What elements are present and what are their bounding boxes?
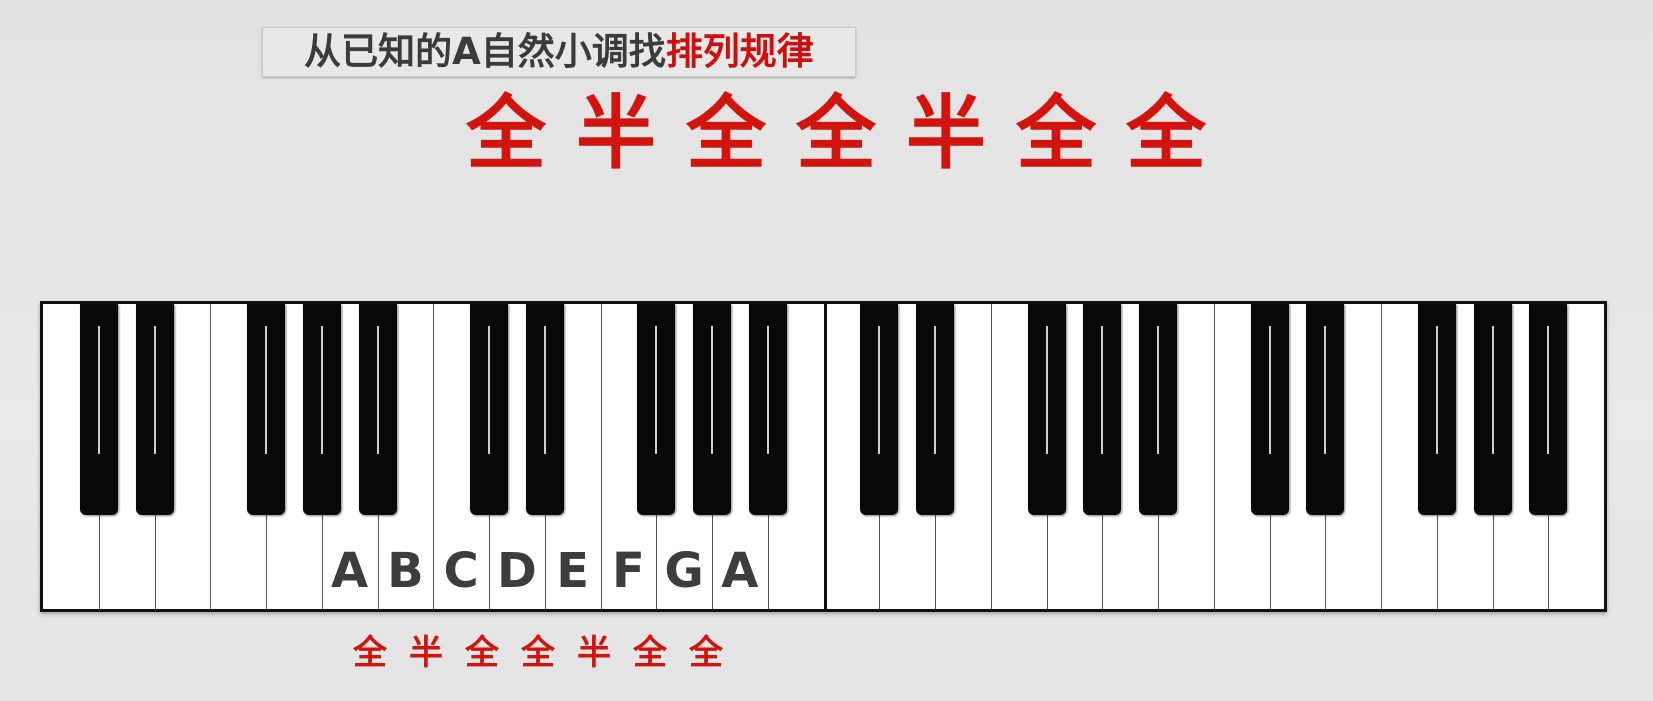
title-banner: 从已知的A自然小调找排列规律 bbox=[262, 27, 856, 77]
black-key bbox=[748, 304, 787, 515]
black-key-highlight bbox=[1435, 326, 1438, 454]
note-label: G bbox=[664, 543, 704, 599]
black-key-highlight bbox=[97, 326, 100, 454]
step-pattern-large: 全 半 全 全 半 全 全 bbox=[465, 86, 1207, 181]
step-large: 全 bbox=[1016, 87, 1096, 180]
step-large: 全 bbox=[466, 87, 546, 180]
black-key bbox=[135, 304, 174, 515]
black-key-highlight bbox=[1045, 326, 1048, 454]
step-small: 半 bbox=[409, 633, 443, 673]
black-key-highlight bbox=[320, 326, 323, 454]
black-key-highlight bbox=[1324, 326, 1327, 454]
black-key bbox=[1306, 304, 1345, 515]
black-key-highlight bbox=[488, 326, 490, 454]
step-pattern-small: 全 半 全 全 半 全 全 bbox=[353, 630, 723, 676]
black-key-highlight bbox=[711, 326, 713, 454]
black-key-highlight bbox=[934, 326, 936, 454]
black-key-highlight bbox=[1101, 326, 1104, 454]
step-small: 全 bbox=[465, 633, 499, 673]
black-key-highlight bbox=[153, 326, 156, 454]
step-large: 全 bbox=[686, 87, 766, 180]
black-key-highlight bbox=[655, 326, 658, 454]
note-label: B bbox=[387, 543, 424, 599]
note-label: A bbox=[331, 543, 369, 599]
black-key-highlight bbox=[1157, 326, 1159, 454]
black-key bbox=[1083, 304, 1122, 515]
note-label: C bbox=[443, 543, 479, 599]
step-large: 全 bbox=[1126, 87, 1206, 180]
black-key-highlight bbox=[376, 326, 379, 454]
black-key-highlight bbox=[1547, 326, 1550, 454]
note-label: D bbox=[496, 543, 537, 599]
note-label: E bbox=[556, 543, 590, 599]
black-key-highlight bbox=[1268, 326, 1271, 454]
title-highlight: 排列规律 bbox=[665, 30, 814, 73]
black-key-highlight bbox=[265, 326, 267, 454]
black-key bbox=[358, 304, 397, 515]
black-key bbox=[470, 304, 508, 515]
black-key-highlight bbox=[878, 326, 881, 454]
black-key bbox=[860, 304, 899, 515]
step-small: 全 bbox=[353, 633, 387, 673]
black-key bbox=[302, 304, 341, 515]
step-large: 半 bbox=[906, 87, 986, 180]
black-key bbox=[1250, 304, 1289, 515]
black-key bbox=[637, 304, 676, 515]
note-label: F bbox=[611, 543, 645, 599]
step-small: 全 bbox=[521, 633, 555, 673]
black-key bbox=[1139, 304, 1177, 515]
black-key bbox=[916, 304, 954, 515]
step-small: 半 bbox=[577, 633, 611, 673]
black-key-highlight bbox=[766, 326, 769, 454]
step-large: 全 bbox=[796, 87, 876, 180]
black-key-highlight bbox=[543, 326, 546, 454]
black-key bbox=[247, 304, 285, 515]
step-small: 全 bbox=[689, 633, 723, 673]
step-large: 半 bbox=[576, 87, 656, 180]
black-key bbox=[1417, 304, 1456, 515]
black-key bbox=[1027, 304, 1066, 515]
title-text: 从已知的A自然小调找 bbox=[304, 30, 666, 73]
note-label: A bbox=[721, 543, 759, 599]
black-key bbox=[79, 304, 118, 515]
step-small: 全 bbox=[633, 633, 667, 673]
black-key bbox=[693, 304, 731, 515]
black-key bbox=[1473, 304, 1512, 515]
black-key-highlight bbox=[1491, 326, 1494, 454]
black-key bbox=[525, 304, 564, 515]
black-key bbox=[1529, 304, 1568, 515]
